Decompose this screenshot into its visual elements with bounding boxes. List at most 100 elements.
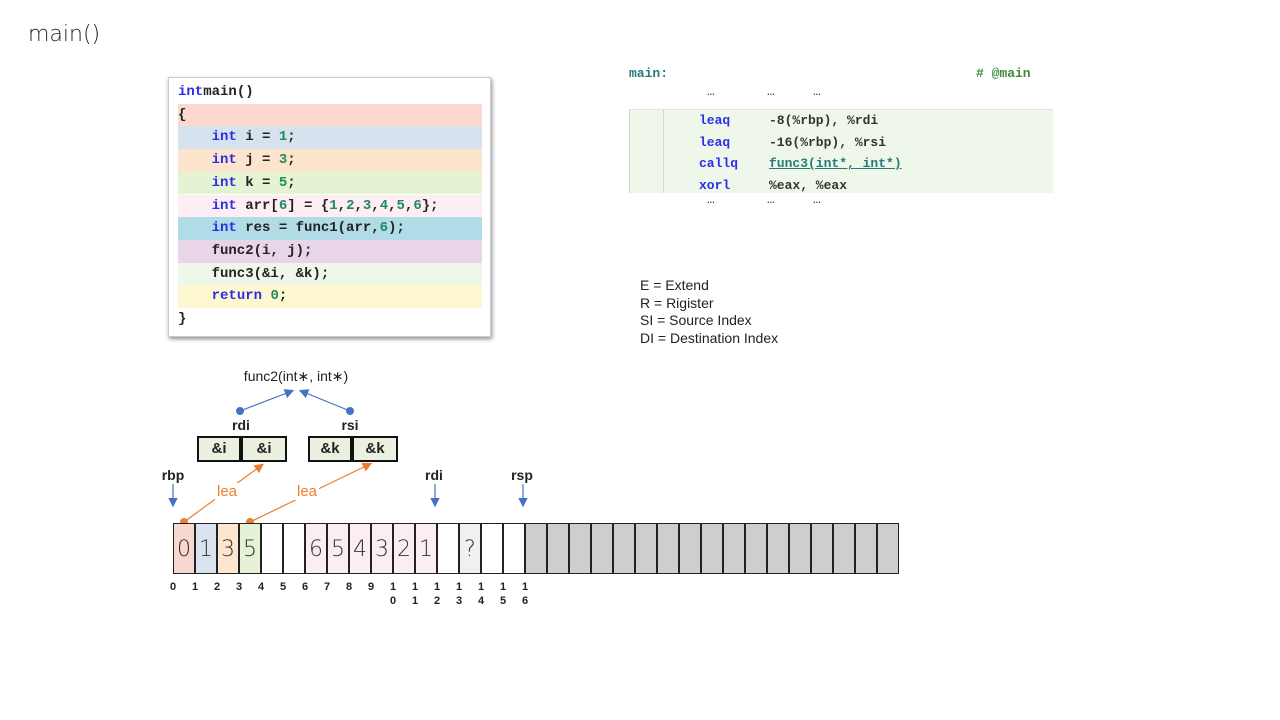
func3-link[interactable]: func3(int*, int*) — [769, 156, 902, 172]
asm-opcode: callq — [699, 156, 739, 172]
code-token: { — [178, 106, 187, 123]
code-token: ); — [388, 220, 405, 237]
code-line: int i = 1; — [178, 126, 482, 150]
asm-operands: -8(%rbp), %rdi — [769, 113, 879, 128]
code-token: } — [178, 311, 187, 327]
code-line: { — [178, 103, 482, 127]
ellipsis: … — [707, 84, 715, 99]
code-token: , — [337, 197, 347, 214]
code-token: 6 — [413, 197, 422, 214]
unused-stack-cell — [811, 523, 833, 574]
legend-item: E = Extend — [640, 277, 709, 293]
unused-stack-cell — [833, 523, 855, 574]
stack-cell — [481, 523, 503, 574]
stack-cell: 3 — [217, 523, 239, 574]
ellipsis: … — [767, 192, 775, 207]
code-token: , — [404, 197, 414, 214]
code-token: 5 — [396, 197, 405, 214]
code-token: arr[ — [236, 197, 279, 214]
code-token: }; — [421, 197, 439, 214]
code-token: int — [211, 129, 237, 146]
stack-cell: 1 — [415, 523, 437, 574]
stack-cell: 2 — [393, 523, 415, 574]
rdi-box-1: &i — [197, 436, 241, 462]
rdi-pointer-label: rdi — [425, 467, 443, 483]
code-line: return 0; — [178, 285, 482, 308]
stack-cell: ? — [459, 523, 481, 574]
stack-cell: 5 — [239, 523, 261, 574]
unused-stack-cell — [789, 523, 811, 574]
code-token: int — [211, 152, 237, 169]
legend-item: SI = Source Index — [640, 312, 752, 329]
code-token: , — [388, 197, 397, 214]
asm-opcode: xorl — [699, 178, 731, 194]
unused-stack-cell — [679, 523, 701, 574]
unused-stack-cell — [547, 523, 569, 574]
code-line: int res = func1(arr,6); — [178, 217, 482, 240]
unused-stack-cell — [613, 523, 635, 574]
ellipsis: … — [767, 84, 775, 99]
stack-cell: 1 — [195, 523, 217, 574]
unused-stack-cell — [723, 523, 745, 574]
lea-label-2: lea — [294, 483, 320, 500]
stack-cell: 5 — [327, 523, 349, 574]
code-token: res = func1(arr, — [236, 220, 380, 237]
code-line: intmain() — [178, 81, 482, 104]
code-token: int — [211, 197, 237, 214]
stack-cell: 6 — [305, 523, 327, 574]
rsi-label: rsi — [341, 417, 359, 433]
stack-cell — [437, 523, 459, 574]
slide-title: main() — [28, 22, 101, 47]
stack-cell: 4 — [349, 523, 371, 574]
offset-label: 3 — [235, 581, 243, 593]
stack-cell — [503, 523, 525, 574]
code-token: , — [354, 197, 363, 214]
code-line: func2(i, j); — [178, 239, 482, 263]
unused-stack-cell — [877, 523, 899, 574]
rdi-to-func2-arrow — [239, 389, 295, 412]
unused-stack-cell — [701, 523, 723, 574]
unused-stack-cell — [569, 523, 591, 574]
code-token: main() — [203, 84, 254, 100]
unused-stack-cell — [525, 523, 547, 574]
offset-label: 4 — [257, 581, 265, 593]
code-token: ; — [278, 288, 288, 305]
offset-label: 7 — [323, 581, 331, 593]
code-line: int j = 3; — [178, 149, 482, 172]
unused-stack-cell — [745, 523, 767, 574]
offset-label: 2 — [213, 581, 221, 593]
unused-stack-cell — [657, 523, 679, 574]
ellipsis: … — [813, 84, 821, 99]
asm-opcode: leaq — [699, 113, 731, 128]
code-line: int k = 5; — [178, 171, 482, 195]
rsp-label: rsp — [511, 467, 533, 483]
code-line: func3(&i, &k); — [178, 262, 482, 286]
code-token: i = — [236, 129, 279, 146]
code-token: 5 — [278, 174, 288, 191]
asm-operands: %eax, %eax — [769, 178, 848, 194]
legend-item: R = Rigister — [640, 294, 714, 311]
offset-label: 5 — [279, 581, 287, 593]
code-token: k = — [236, 174, 279, 191]
asm-highlight — [629, 109, 1053, 193]
stack-cell — [261, 523, 283, 574]
legend-item: DI = Destination Index — [640, 330, 779, 347]
code-token: return — [211, 288, 263, 305]
code-token: 6 — [379, 220, 389, 237]
unused-stack-cell — [635, 523, 657, 574]
rdi-box-2: &i — [241, 436, 287, 462]
asm-label: main: — [629, 66, 669, 81]
code-token: int — [178, 84, 204, 100]
code-line: int arr[6] = {1,2,3,4,5,6}; — [178, 194, 482, 218]
ellipsis: … — [813, 192, 821, 207]
c-code-block: intmain(){ int i = 1; int j = 3; int k =… — [168, 77, 491, 337]
offset-label: 8 — [345, 581, 353, 593]
stack-cell: 3 — [371, 523, 393, 574]
